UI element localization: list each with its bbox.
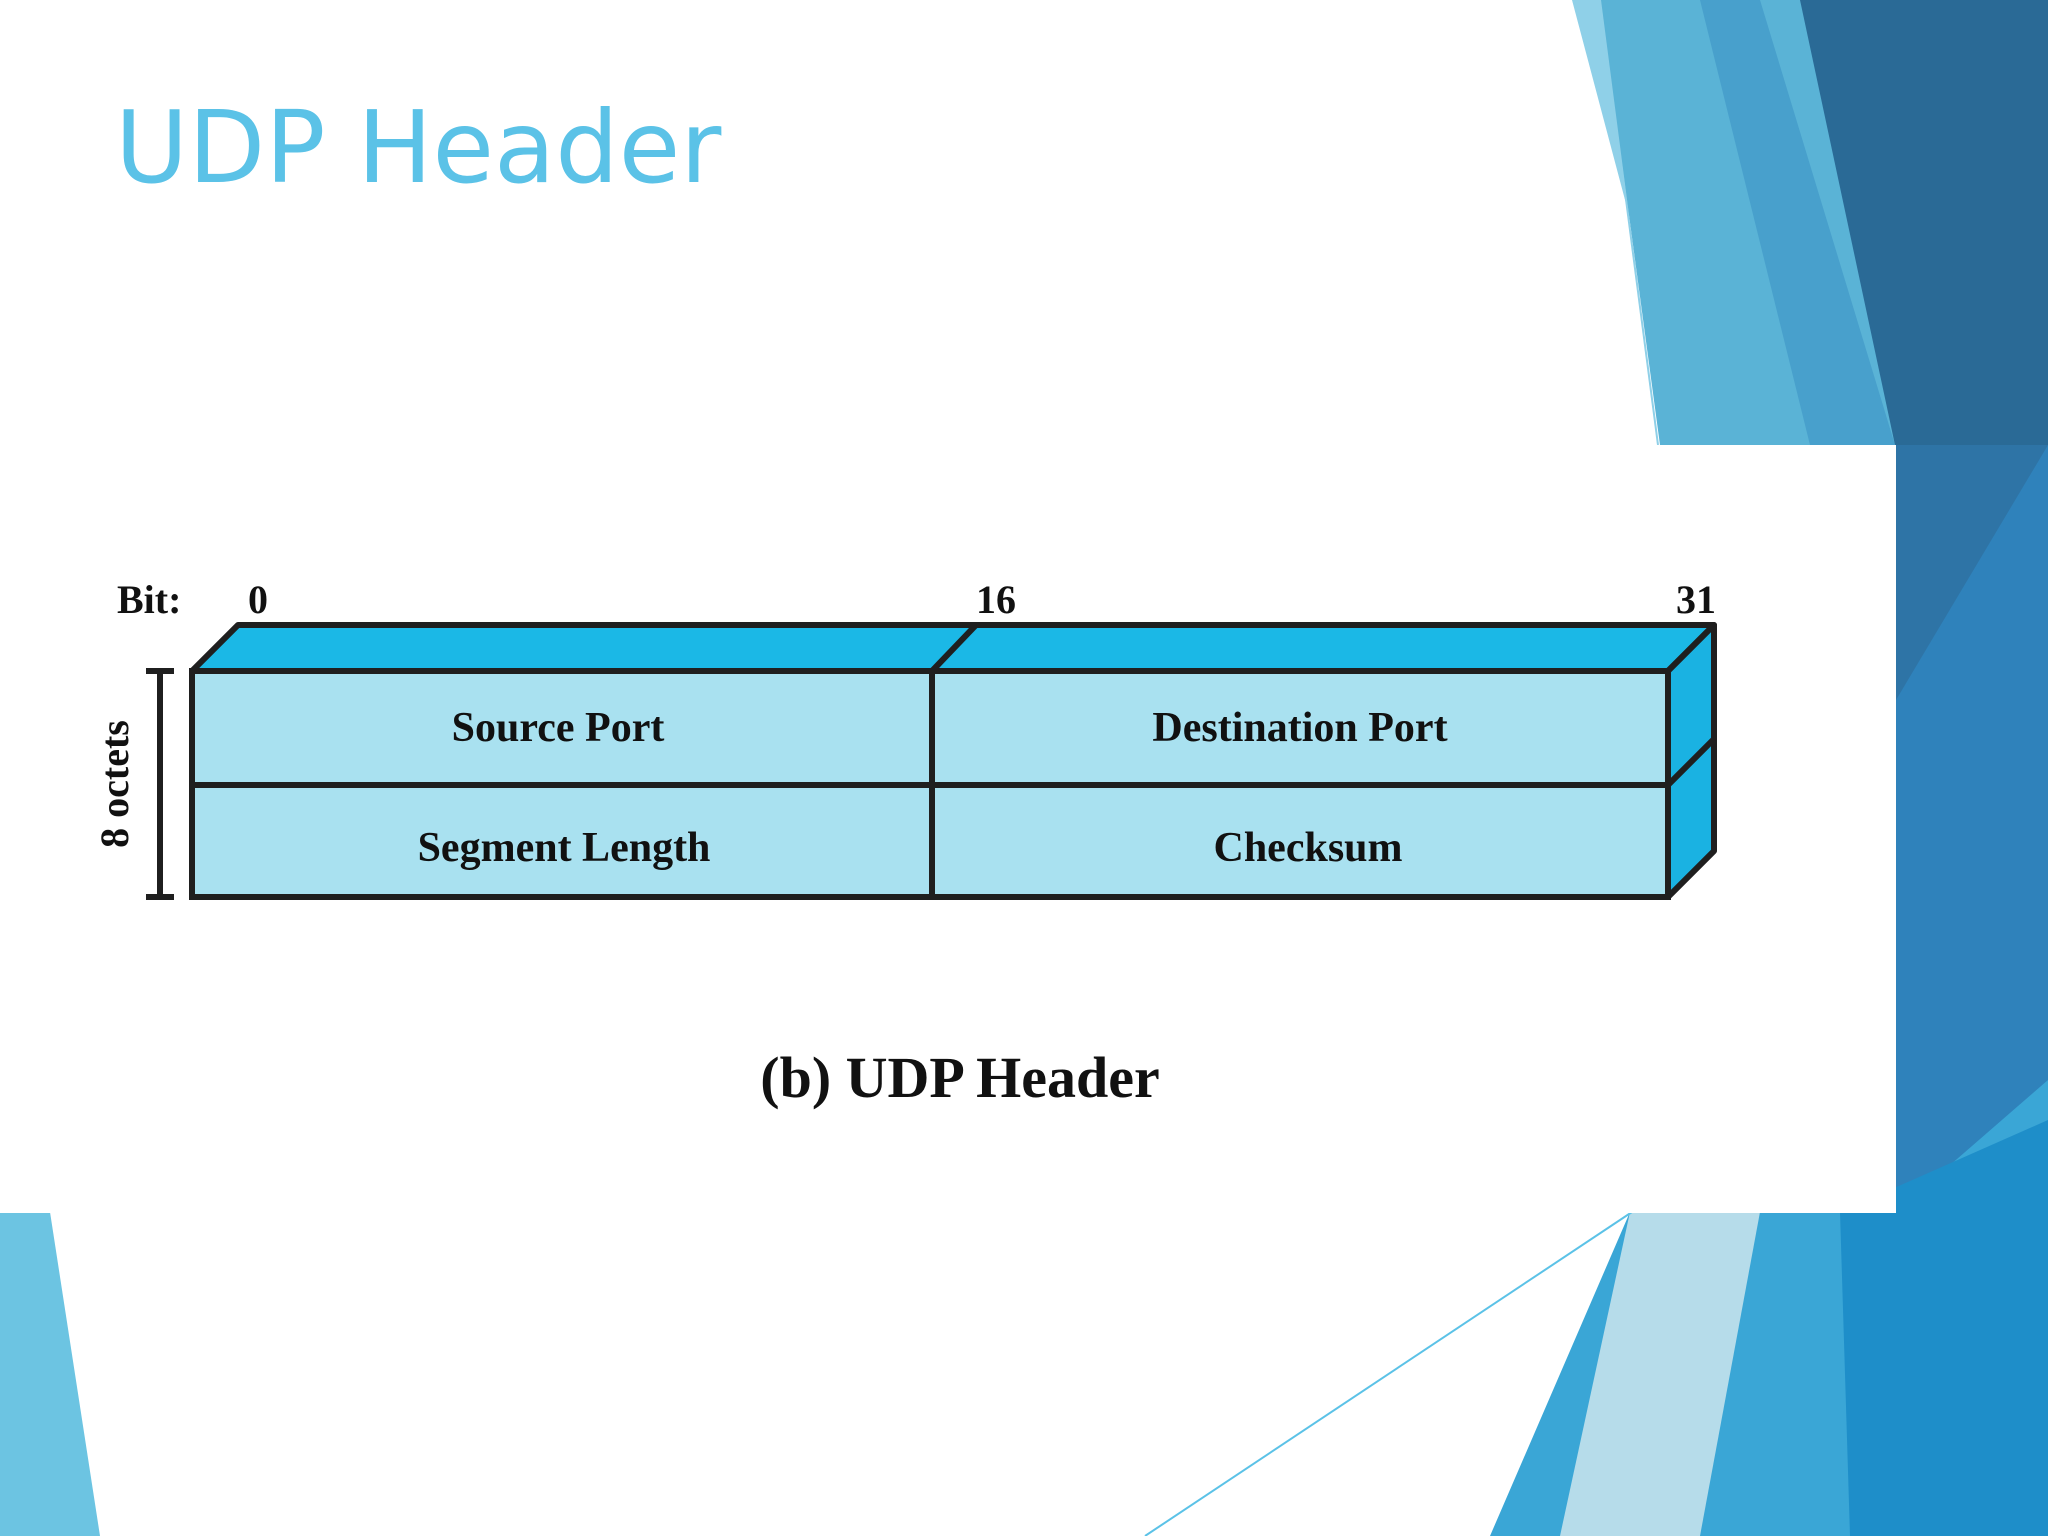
- udp-header-figure: Bit: 0 16 31 8 octets Source Port Destin…: [0, 445, 1896, 1213]
- field-source-port: [189, 668, 935, 788]
- field-checksum: [929, 782, 1671, 900]
- bit-label: Bit:: [117, 577, 181, 622]
- slide-title: UDP Header: [115, 89, 722, 206]
- bit-marker-31: 31: [1676, 577, 1716, 622]
- size-label: 8 octets: [92, 720, 137, 848]
- bit-marker-0: 0: [248, 577, 268, 622]
- side-face-divider: [1665, 736, 1717, 788]
- field-label-source-port: Source Port: [452, 705, 665, 751]
- field-label-destination-port: Destination Port: [1152, 705, 1447, 751]
- bit-marker-16: 16: [976, 577, 1016, 622]
- octet-bracket: [146, 668, 174, 900]
- udp-header-diagram: Bit: 0 16 31 8 octets Source Port Destin…: [92, 577, 1717, 1110]
- figure-caption: (b) UDP Header: [760, 1045, 1160, 1110]
- top-face-divider: [929, 622, 979, 674]
- field-label-segment-length: Segment Length: [418, 825, 711, 871]
- field-segment-length: [189, 782, 935, 900]
- field-destination-port: [929, 668, 1671, 788]
- field-label-checksum: Checksum: [1213, 825, 1402, 871]
